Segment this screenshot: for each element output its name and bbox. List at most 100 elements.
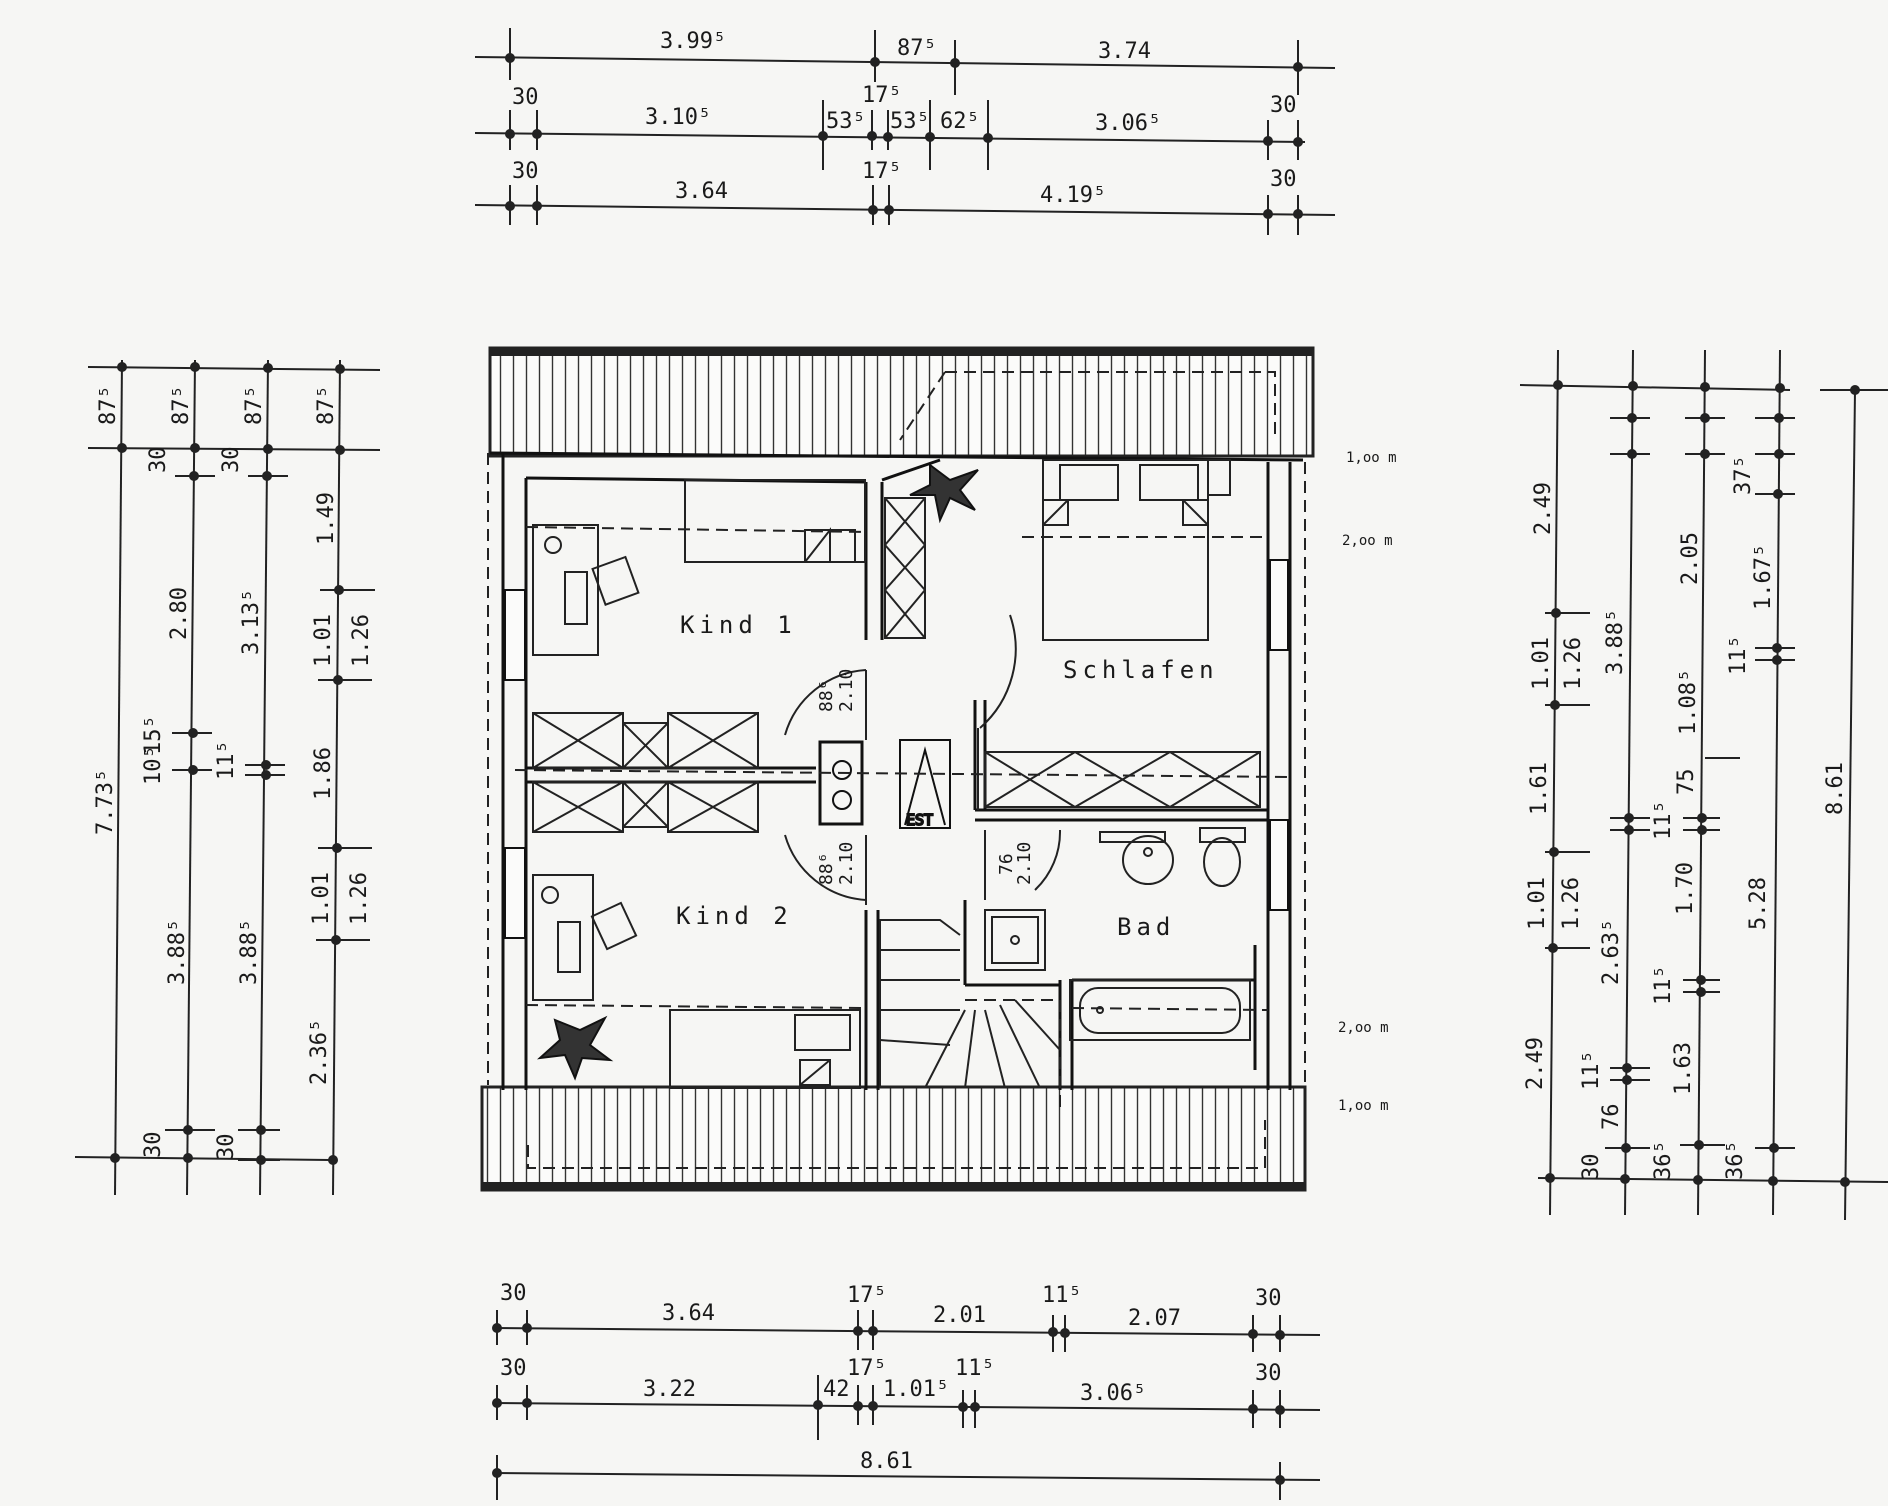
dim-bottom-1-0: 30 — [500, 1356, 527, 1381]
dim-top-0-2: 3.74 — [1098, 39, 1151, 64]
dim-bottom-1-7: 30 — [1255, 1361, 1282, 1386]
dim-bottom-0-5: 2.07 — [1128, 1306, 1181, 1331]
dim-top-1-2: 53⁵ — [826, 109, 866, 134]
level-marks: 1,oo m 2,oo m 2,oo m 1,oo m — [1338, 450, 1397, 1114]
dim-bottom-0-3: 2.01 — [933, 1303, 986, 1328]
dim-left-3-7: 2.36⁵ — [307, 1019, 332, 1085]
dim-right-3-5: 1.63 — [1671, 1042, 1696, 1095]
dim-top-1-1: 3.10⁵ — [645, 105, 711, 130]
dim-left-2-0: 87⁵ — [242, 385, 267, 425]
dim-right-1-1: 1.26 — [1559, 877, 1584, 930]
dim-right-1-2: 11⁵ — [1579, 1050, 1604, 1090]
dim-right-3-4: 11⁵ — [1651, 965, 1676, 1005]
level-mark-0: 1,oo m — [1346, 450, 1397, 466]
dim-right-4-1: 1.67⁵ — [1751, 544, 1776, 610]
dim-bottom-0-0: 30 — [500, 1281, 527, 1306]
chimney-shaft: EST — [818, 739, 951, 830]
slope-lines — [487, 453, 1306, 1085]
dim-top-2-0: 30 — [512, 159, 539, 184]
roof-overhang-bottom — [480, 1085, 1307, 1192]
dim-top-1-7: 30 — [1270, 93, 1297, 118]
dim-ticks-top — [505, 53, 1303, 219]
door-label-0: 88⁶ — [816, 679, 837, 712]
dim-left-3-3: 1.26 — [349, 614, 374, 667]
dim-top-1-3: 17⁵ — [862, 83, 902, 108]
door-label-1: 2.10 — [836, 669, 857, 712]
dim-labels-left: 87⁵ 7.73⁵ 87⁵ 30 2.80 10⁵ 15⁵ 3.88⁵ 30 8… — [93, 385, 374, 1160]
dim-right-2-2: 11⁵ — [1651, 800, 1676, 840]
dim-right-3-6: 36⁵ — [1723, 1140, 1748, 1180]
dim-left-1-2: 2.80 — [167, 587, 192, 640]
dim-left-2-5: 30 — [214, 1134, 239, 1161]
dim-right-0-0: 2.49 — [1531, 482, 1556, 535]
door-labels: 88⁶ 2.10 88⁶ 2.10 76 2.10 — [816, 669, 1035, 885]
dim-right-0-3: 1.01 — [1525, 877, 1550, 930]
dim-chains-bottom — [494, 1310, 1321, 1500]
dim-left-0-0: 87⁵ — [96, 385, 121, 425]
dim-left-2-4: 3.88⁵ — [237, 919, 262, 985]
roof-overhang-top — [488, 346, 1315, 458]
dim-top-2-3: 4.19⁵ — [1040, 183, 1106, 208]
room-label-kind-2: Kind 2 — [676, 902, 793, 930]
dim-right-2-3: 36⁵ — [1651, 1140, 1676, 1180]
dim-top-2-2: 17⁵ — [862, 159, 902, 184]
dim-top-2-1: 3.64 — [675, 179, 728, 204]
dim-right-4-0: 37⁵ — [1731, 455, 1756, 495]
dim-left-1-0: 87⁵ — [169, 385, 194, 425]
dim-bottom-2-0: 8.61 — [860, 1449, 913, 1474]
dim-left-3-5: 1.01 — [309, 872, 334, 925]
dim-bottom-1-4: 1.01⁵ — [883, 1377, 949, 1402]
windows — [504, 559, 1289, 939]
dim-top-0-1: 87⁵ — [897, 36, 937, 61]
room-label-kind-1: Kind 1 — [680, 611, 797, 639]
dim-top-1-6: 3.06⁵ — [1095, 111, 1161, 136]
dim-right-0-4: 2.49 — [1523, 1037, 1548, 1090]
room-label-schlafen: Schlafen — [1063, 656, 1219, 684]
dim-left-3-0: 87⁵ — [314, 385, 339, 425]
dim-bottom-1-6: 3.06⁵ — [1080, 1381, 1146, 1406]
wardrobes — [532, 497, 1261, 833]
level-mark-2: 2,oo m — [1338, 1020, 1389, 1036]
dim-right-0-5: 30 — [1579, 1154, 1604, 1181]
dim-top-1-0: 30 — [512, 85, 539, 110]
desks — [532, 524, 640, 1001]
dim-right-4-3: 5.28 — [1746, 877, 1771, 930]
dim-left-3-2: 1.01 — [311, 614, 336, 667]
dim-left-3-4: 1.86 — [311, 747, 336, 800]
est-label: EST — [906, 811, 933, 829]
beds — [669, 459, 1231, 1089]
door-label-5: 2.10 — [1014, 842, 1035, 885]
dim-bottom-1-2: 42 — [823, 1377, 850, 1402]
dim-left-1-1: 30 — [146, 447, 171, 474]
staircase — [879, 919, 1061, 1110]
dim-left-0-1: 7.73⁵ — [93, 769, 118, 835]
dim-bottom-0-2: 17⁵ — [847, 1283, 887, 1308]
dim-left-1-6: 30 — [141, 1132, 166, 1159]
dim-right-2-0: 3.88⁵ — [1603, 609, 1628, 675]
dim-bottom-1-1: 3.22 — [643, 1377, 696, 1402]
dim-right-3-2: 75 — [1674, 769, 1699, 796]
level-mark-3: 1,oo m — [1338, 1098, 1389, 1114]
dim-labels-bottom: 30 3.64 17⁵ 2.01 11⁵ 2.07 30 30 3.22 42 … — [500, 1281, 1282, 1474]
dim-labels-right: 2.49 1.01 1.61 1.01 2.49 30 1.26 1.26 11… — [1523, 455, 1848, 1180]
dim-left-1-4: 15⁵ — [141, 715, 166, 755]
dim-right-0-2: 1.61 — [1527, 762, 1552, 815]
dim-right-3-3: 1.70 — [1673, 862, 1698, 915]
plants — [536, 463, 979, 1081]
dim-left-1-5: 3.88⁵ — [165, 919, 190, 985]
dim-left-1-3: 10⁵ — [141, 745, 166, 785]
dim-right-0-1: 1.01 — [1529, 637, 1554, 690]
dim-left-3-6: 1.26 — [347, 872, 372, 925]
dim-bottom-0-4: 11⁵ — [1042, 1283, 1082, 1308]
dim-labels-top: 3.99⁵ 87⁵ 3.74 30 3.10⁵ 53⁵ 17⁵ 53⁵ 62⁵ … — [512, 29, 1297, 208]
dim-ticks-right — [1545, 380, 1860, 1187]
dim-right-3-0: 2.05 — [1678, 532, 1703, 585]
dim-left-2-3: 11⁵ — [214, 740, 239, 780]
dim-bottom-0-6: 30 — [1255, 1286, 1282, 1311]
dim-left-2-1: 30 — [219, 447, 244, 474]
dim-top-0-0: 3.99⁵ — [660, 29, 726, 54]
dim-top-1-4: 53⁵ — [890, 109, 930, 134]
dim-ticks-left — [110, 362, 345, 1165]
door-label-2: 88⁶ — [816, 852, 837, 885]
